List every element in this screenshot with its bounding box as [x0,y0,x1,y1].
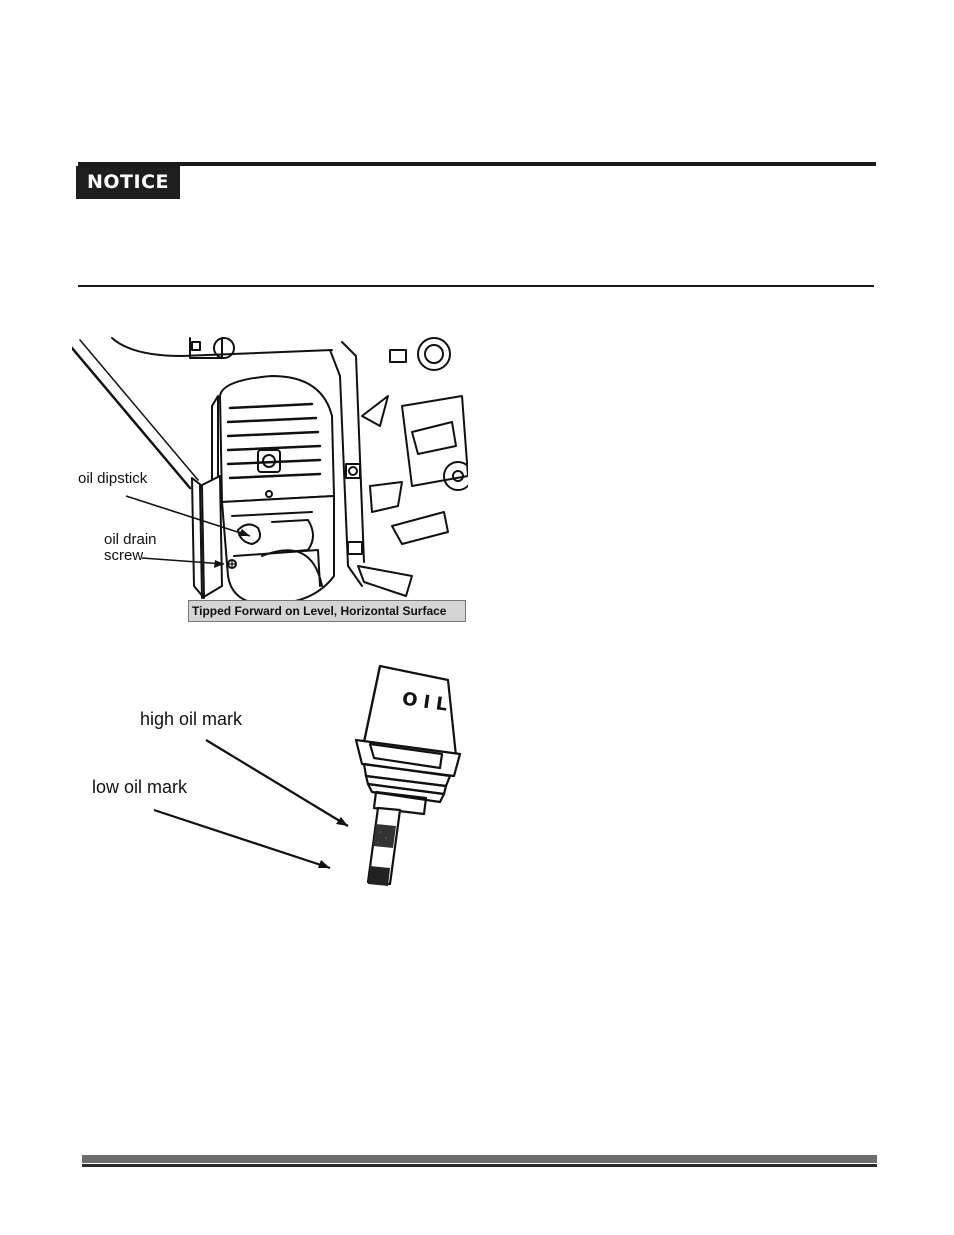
dipstick-illustration [330,660,470,900]
engine-illustration [72,336,468,626]
dipstick-drawing-icon [354,664,462,886]
notice-top-rule [78,162,876,166]
engine-drawing-icon [72,337,468,606]
high-oil-mark-label: high oil mark [140,709,243,729]
notice-bottom-rule [78,285,874,287]
footer-rule-thin [82,1164,877,1167]
figure-caption: Tipped Forward on Level, Horizontal Surf… [188,600,466,622]
low-oil-mark-label: low oil mark [92,777,188,797]
oil-drain-label-line2: screw [104,547,144,564]
notice-badge: NOTICE [76,166,180,199]
oil-dipstick-label: oil dipstick [78,470,148,487]
oil-drain-label-line1: oil drain [104,531,157,548]
footer-rule-thick [82,1155,877,1163]
dipstick-leader-arrows [153,739,349,870]
